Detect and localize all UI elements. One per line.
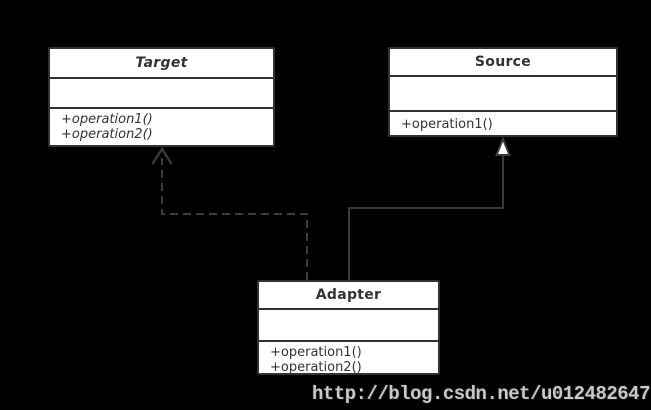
class-box-target: Target +operation1() +operation2()	[48, 47, 275, 147]
hollow-triangle-arrowhead-icon	[495, 136, 511, 156]
class-name-target: Target	[50, 49, 273, 79]
method-item: +operation1()	[270, 345, 362, 360]
method-item: +operation2()	[270, 360, 362, 375]
method-item: +operation1()	[61, 112, 153, 127]
class-methods-adapter: +operation1() +operation2()	[259, 342, 438, 375]
open-arrowhead-icon	[151, 146, 173, 165]
class-name-source: Source	[390, 49, 616, 77]
class-methods-target: +operation1() +operation2()	[50, 109, 273, 145]
method-item: +operation1()	[401, 117, 493, 132]
watermark-url: http://blog.csdn.net/u012482647	[312, 383, 650, 405]
class-methods-source: +operation1()	[390, 112, 616, 135]
realization-arrow-adapter-to-target	[151, 146, 308, 280]
method-item: +operation2()	[61, 127, 153, 142]
class-attributes-source	[390, 77, 616, 112]
class-box-source: Source +operation1()	[388, 47, 618, 137]
class-box-adapter: Adapter +operation1() +operation2()	[257, 280, 440, 375]
class-attributes-adapter	[259, 310, 438, 342]
generalization-arrow-adapter-to-source	[348, 136, 511, 280]
class-attributes-target	[50, 79, 273, 109]
class-name-adapter: Adapter	[259, 282, 438, 310]
